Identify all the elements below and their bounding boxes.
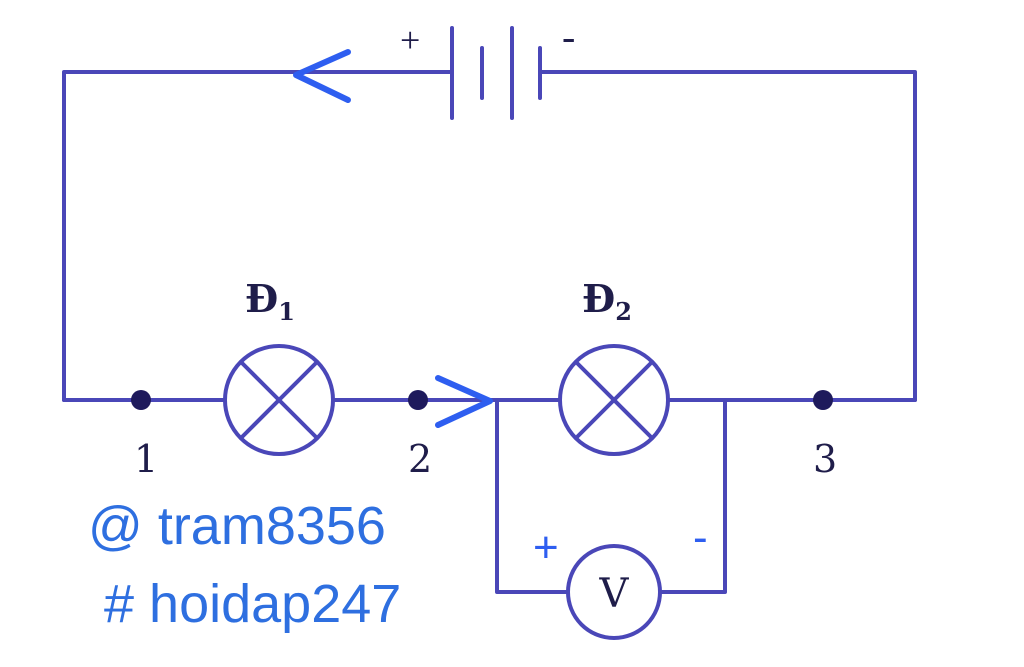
voltmeter-positive-sign: + (533, 523, 559, 572)
node-3-label: 3 (813, 437, 837, 481)
voltmeter: V + - (533, 513, 708, 640)
node-1-dot (131, 390, 151, 410)
battery: + - (400, 14, 575, 120)
battery-negative-sign: - (562, 14, 575, 59)
lamp-d1: Đ1 (223, 276, 335, 456)
node-1-label: 1 (134, 437, 158, 481)
voltmeter-circle (566, 544, 662, 640)
node-3-dot (813, 390, 833, 410)
lamp-d2-cross-b (574, 360, 654, 440)
watermark-site: # hoidap247 (104, 574, 401, 634)
battery-positive-sign: + (400, 20, 420, 60)
lamp-d2-label: Đ2 (582, 276, 632, 326)
node-2-dot (408, 390, 428, 410)
node-2-label: 2 (408, 437, 432, 481)
wire-top-left (62, 70, 454, 402)
current-arrow-left-icon (293, 49, 351, 103)
voltmeter-negative-sign: - (693, 513, 708, 562)
wire-voltmeter-left (495, 398, 570, 594)
current-arrow-right-icon (435, 375, 493, 428)
wire-top-right (538, 70, 917, 402)
lamp-d2: Đ2 (558, 276, 670, 456)
lamp-d1-cross-b (239, 360, 319, 440)
lamp-d1-label: Đ1 (245, 276, 295, 326)
voltmeter-symbol: V (599, 571, 630, 617)
wire-voltmeter-right (658, 398, 727, 594)
watermark-author: @ tram8356 (88, 496, 386, 556)
